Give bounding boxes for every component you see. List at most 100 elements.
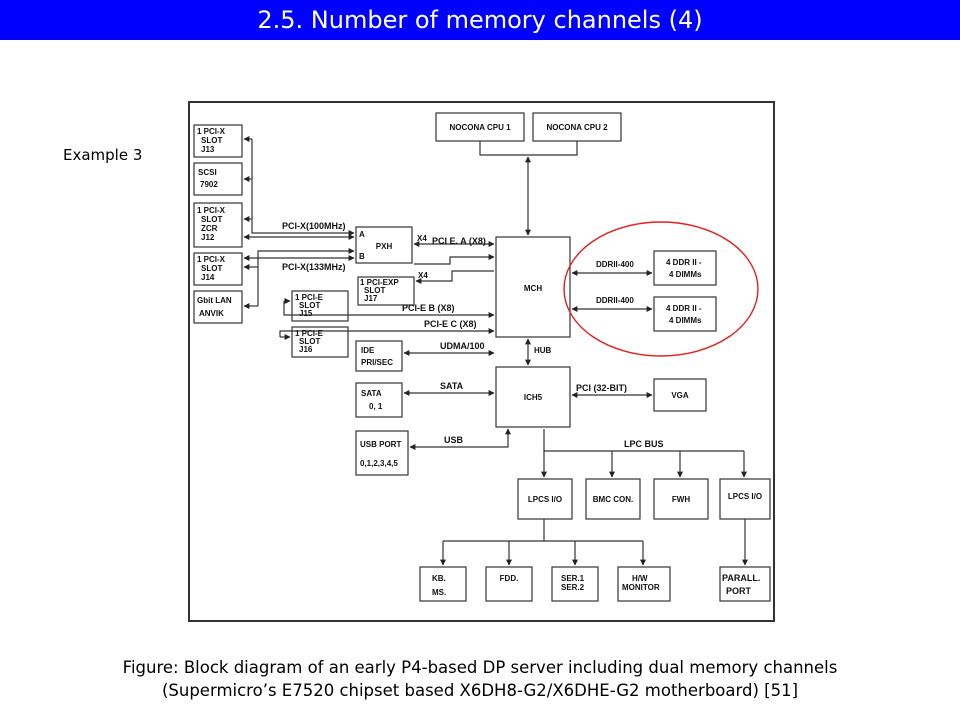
lpc-io-1-box	[517, 478, 573, 520]
ddr-bank-1-line2: 4 DIMMs	[669, 270, 702, 279]
pcie-j16-line2: SLOT	[299, 337, 320, 346]
ser-box	[551, 566, 599, 602]
bmc-box	[585, 478, 641, 520]
pcie-j16-line1: 1 PCI-E	[295, 329, 324, 338]
ddr-bank-2-line1: 4 DDR II -	[666, 304, 702, 313]
fwh-box	[653, 478, 709, 520]
pcie-slot-j15-box	[291, 290, 349, 322]
bus-lpc-label: LPC BUS	[624, 439, 664, 449]
bus-pcix-100-label: PCI-X(100MHz)	[282, 221, 346, 231]
bus-pci32-label: PCI (32-BIT)	[576, 383, 627, 393]
slide-title: 2.5. Number of memory channels (4)	[0, 0, 960, 40]
ddr-bank-2-box	[653, 296, 717, 332]
bus-udma-label: UDMA/100	[440, 341, 485, 351]
lpc-io-1-label: LPCS I/O	[528, 495, 562, 504]
kb-ms-line2: MS.	[432, 588, 446, 597]
bus-pcix-133-label: PCI-X(133MHz)	[282, 262, 346, 272]
pcix-slot-j14-box	[193, 252, 243, 286]
gbit-lan-box	[193, 290, 243, 324]
bmc-label: BMC CON.	[593, 495, 633, 504]
pxh-port-b: B	[359, 252, 365, 261]
caption-line-2: (Supermicro’s E7520 chipset based X6DH8-…	[161, 681, 799, 700]
usb-port-box	[355, 430, 409, 476]
pcix-zcr-line4: J12	[201, 233, 215, 242]
ich5-label: ICH5	[524, 393, 543, 402]
hw-monitor-line2: MONITOR	[622, 583, 660, 592]
diagram-frame	[188, 101, 775, 622]
ddr-bank-2-line2: 4 DIMMs	[669, 316, 702, 325]
vga-box	[653, 378, 707, 412]
pcie-j15-line3: J15	[299, 309, 313, 318]
pcix-zcr-line2: SLOT	[201, 215, 222, 224]
pcix-j13-line2: SLOT	[201, 136, 222, 145]
mch-box	[495, 236, 571, 338]
ddr-bank-1-line1: 4 DDR II -	[666, 258, 702, 267]
x4-top-label: X4	[417, 234, 427, 243]
pcie-j15-line2: SLOT	[299, 301, 320, 310]
bus-pcie-a-label: PCI E. A (X8)	[432, 236, 486, 246]
ser-line1: SER.1	[561, 574, 585, 583]
ide-line1: IDE	[361, 346, 375, 355]
vga-label: VGA	[671, 391, 689, 400]
usb-port-line1: USB PORT	[360, 440, 401, 449]
parallel-port-line2: PORT	[726, 586, 752, 596]
pcix-zcr-line1: 1 PCI-X	[197, 206, 226, 215]
pcie-exp-line2: SLOT	[364, 286, 385, 295]
pcix-j14-line3: J14	[201, 273, 215, 282]
sata-line1: SATA	[361, 389, 382, 398]
kb-ms-box	[419, 566, 467, 602]
gbit-lan-line1: Gbit LAN	[197, 296, 232, 305]
memory-channels-highlight	[563, 221, 759, 357]
pxh-label: PXH	[376, 242, 393, 251]
ich5-box	[495, 366, 571, 428]
pcie-j15-line1: 1 PCI-E	[295, 293, 324, 302]
ddr-bus-1-label: DDRII-400	[596, 260, 634, 269]
pcie-exp-slot-box	[357, 276, 415, 306]
pcie-exp-line3: J17	[364, 294, 378, 303]
pcix-j14-line2: SLOT	[201, 264, 222, 273]
pcix-slot-j13-box	[193, 124, 243, 158]
ddr-bank-1-box	[653, 250, 717, 286]
scsi-line2: 7902	[200, 180, 218, 189]
scsi-box	[193, 162, 243, 196]
pxh-port-a: A	[359, 230, 365, 239]
gbit-lan-line2: ANVIK	[199, 309, 224, 318]
example-label: Example 3	[63, 146, 143, 164]
sata-line2: 0, 1	[369, 402, 383, 411]
bus-sata-label: SATA	[440, 381, 464, 391]
fdd-box	[485, 566, 533, 602]
ide-box	[355, 340, 403, 372]
pcix-j13-line1: 1 PCI-X	[197, 127, 226, 136]
bus-usb-label: USB	[444, 435, 464, 445]
pcix-j14-line1: 1 PCI-X	[197, 255, 226, 264]
pcie-j16-line3: J16	[299, 345, 313, 354]
pcix-zcr-line3: ZCR	[201, 224, 218, 233]
parallel-port-box	[719, 566, 771, 602]
hw-monitor-line1: H/W	[632, 574, 648, 583]
caption-line-1: Figure: Block diagram of an early P4-bas…	[122, 658, 838, 677]
kb-ms-line1: KB.	[432, 574, 446, 583]
parallel-port-line1: PARALL.	[722, 573, 760, 583]
pcie-slot-j16-box	[291, 326, 349, 358]
pcix-slot-zcr-box	[193, 202, 243, 248]
ddr-bus-2-label: DDRII-400	[596, 296, 634, 305]
figure-caption: Figure: Block diagram of an early P4-bas…	[0, 656, 960, 702]
pcie-exp-line1: 1 PCI-EXP	[360, 278, 399, 287]
block-diagram: NOCONA CPU 1 NOCONA CPU 2 1 PCI-X SLOT J…	[188, 101, 775, 622]
hw-monitor-box	[617, 566, 671, 602]
bus-pcie-c-label: PCI-E C (X8)	[424, 319, 477, 329]
fdd-label: FDD.	[500, 574, 519, 583]
pcix-j13-line3: J13	[201, 145, 215, 154]
fwh-label: FWH	[672, 495, 690, 504]
usb-port-line2: 0,1,2,3,4,5	[360, 459, 398, 468]
pxh-box	[355, 226, 413, 264]
x4-bottom-label: X4	[418, 271, 428, 280]
hub-label: HUB	[534, 346, 552, 355]
cpu1-label: NOCONA CPU 1	[449, 123, 511, 132]
scsi-line1: SCSI	[198, 168, 217, 177]
lpc-io-2-label: LPCS I/O	[728, 492, 762, 501]
cpu2-label: NOCONA CPU 2	[546, 123, 608, 132]
ser-line2: SER.2	[561, 583, 585, 592]
mch-label: MCH	[524, 284, 542, 293]
ide-line2: PRI/SEC	[361, 358, 393, 367]
